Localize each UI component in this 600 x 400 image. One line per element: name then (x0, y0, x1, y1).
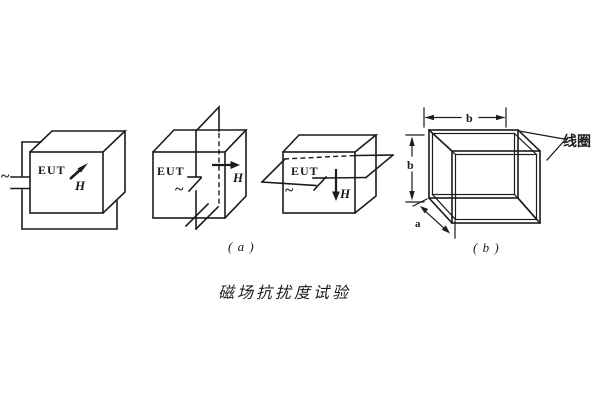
vertical-coil-plane (184, 105, 220, 231)
figure-caption: 磁场抗扰度试验 (218, 284, 351, 302)
dim-arrowhead-up (409, 136, 415, 146)
sub-label-a: ( a ) (228, 239, 255, 254)
dimension-depth-a: a (412, 198, 456, 239)
ac-source-symbol-2: ~ (175, 181, 184, 198)
diagram-eut-surrounding-coil: ~ EUT H (1, 130, 127, 230)
dim-arrowhead-depth-bottom (441, 225, 450, 234)
h-label-2: H (232, 170, 244, 185)
dim-arrowhead-depth-top (420, 206, 429, 214)
h-label-1: H (74, 178, 86, 193)
eut-label-3: EUT (291, 164, 319, 178)
eut-box-1-outline (28, 130, 127, 215)
coil-label: 线圈 (563, 133, 591, 150)
diagram-coil-frame: b b (405, 107, 591, 239)
diagram-eut-horizontal-coil: ~ EUT H (260, 134, 395, 215)
dim-arrowhead-left (425, 114, 434, 121)
dimension-width-b: b (423, 107, 507, 128)
hidden-plane-edge-3 (283, 154, 356, 160)
ac-source-symbol-3: ~ (285, 182, 294, 199)
dim-height-label: b (407, 158, 414, 172)
ac-source-leads (10, 176, 30, 190)
eut-box-2-outline (151, 129, 248, 220)
h-field-arrow-2 (212, 161, 240, 169)
h-arrowhead-1 (77, 163, 88, 173)
h-arrowhead-2 (230, 161, 240, 169)
dim-depth-label: a (415, 218, 421, 230)
h-arrowhead-3 (332, 191, 340, 201)
switch-symbol-2 (187, 176, 203, 193)
coil-callout: 线圈 (518, 130, 591, 161)
dim-arrowhead-down (409, 191, 415, 201)
dim-width-label: b (466, 111, 473, 125)
dim-arrowhead-right (496, 114, 505, 121)
h-field-arrow-3 (332, 169, 340, 201)
switch-symbol-3 (312, 175, 328, 192)
eut-label-1: EUT (38, 163, 66, 177)
dimension-height-b: b (405, 134, 425, 203)
horizontal-coil-plane (260, 153, 395, 187)
diagram-eut-vertical-coil: ~ EUT H (151, 105, 248, 231)
coil-frame-wireframe (427, 128, 542, 225)
h-label-3: H (339, 186, 351, 201)
coil-frame-outline (21, 141, 118, 230)
eut-label-2: EUT (157, 164, 185, 178)
h-field-arrow-1 (69, 163, 88, 180)
ac-source-symbol-1: ~ (1, 168, 10, 185)
sub-label-b: ( b ) (473, 240, 500, 255)
